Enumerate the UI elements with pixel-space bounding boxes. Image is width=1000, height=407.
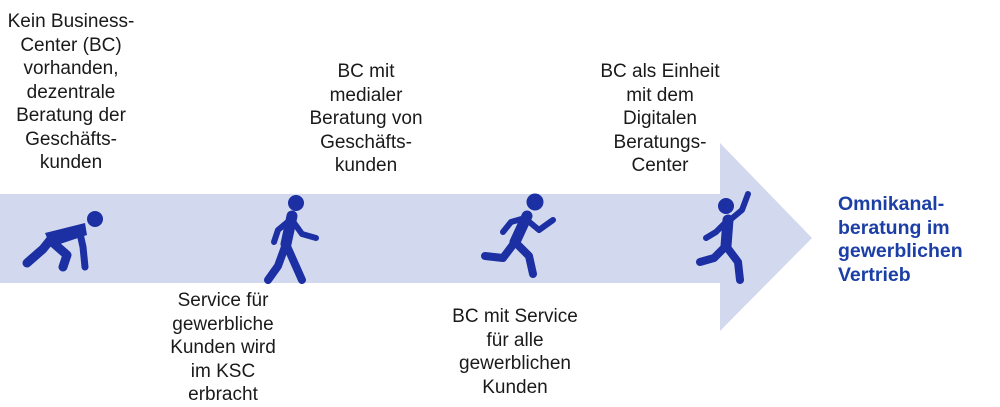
cheering-figure-icon: [696, 191, 751, 284]
stage-3-label: BC mit medialer Beratung von Geschäfts- …: [309, 61, 423, 176]
stage-2-label: Service für gewerbliche Kunden wird im K…: [170, 290, 276, 405]
walking-figure-icon: [264, 195, 319, 284]
stage-4-label: BC mit Service für alle gewerblichen Kun…: [452, 306, 578, 398]
stage-5-label: BC als Einheit mit dem Digitalen Beratun…: [600, 61, 720, 176]
goal-label: Omnikanal- beratung im gewerblichen Vert…: [838, 193, 963, 286]
progress-arrow-shape: [0, 143, 812, 331]
jogging-figure-icon: [481, 193, 556, 278]
stage-1-label: Kein Business- Center (BC) vorhanden, de…: [7, 11, 135, 173]
crouching-start-figure-icon: [22, 211, 103, 272]
